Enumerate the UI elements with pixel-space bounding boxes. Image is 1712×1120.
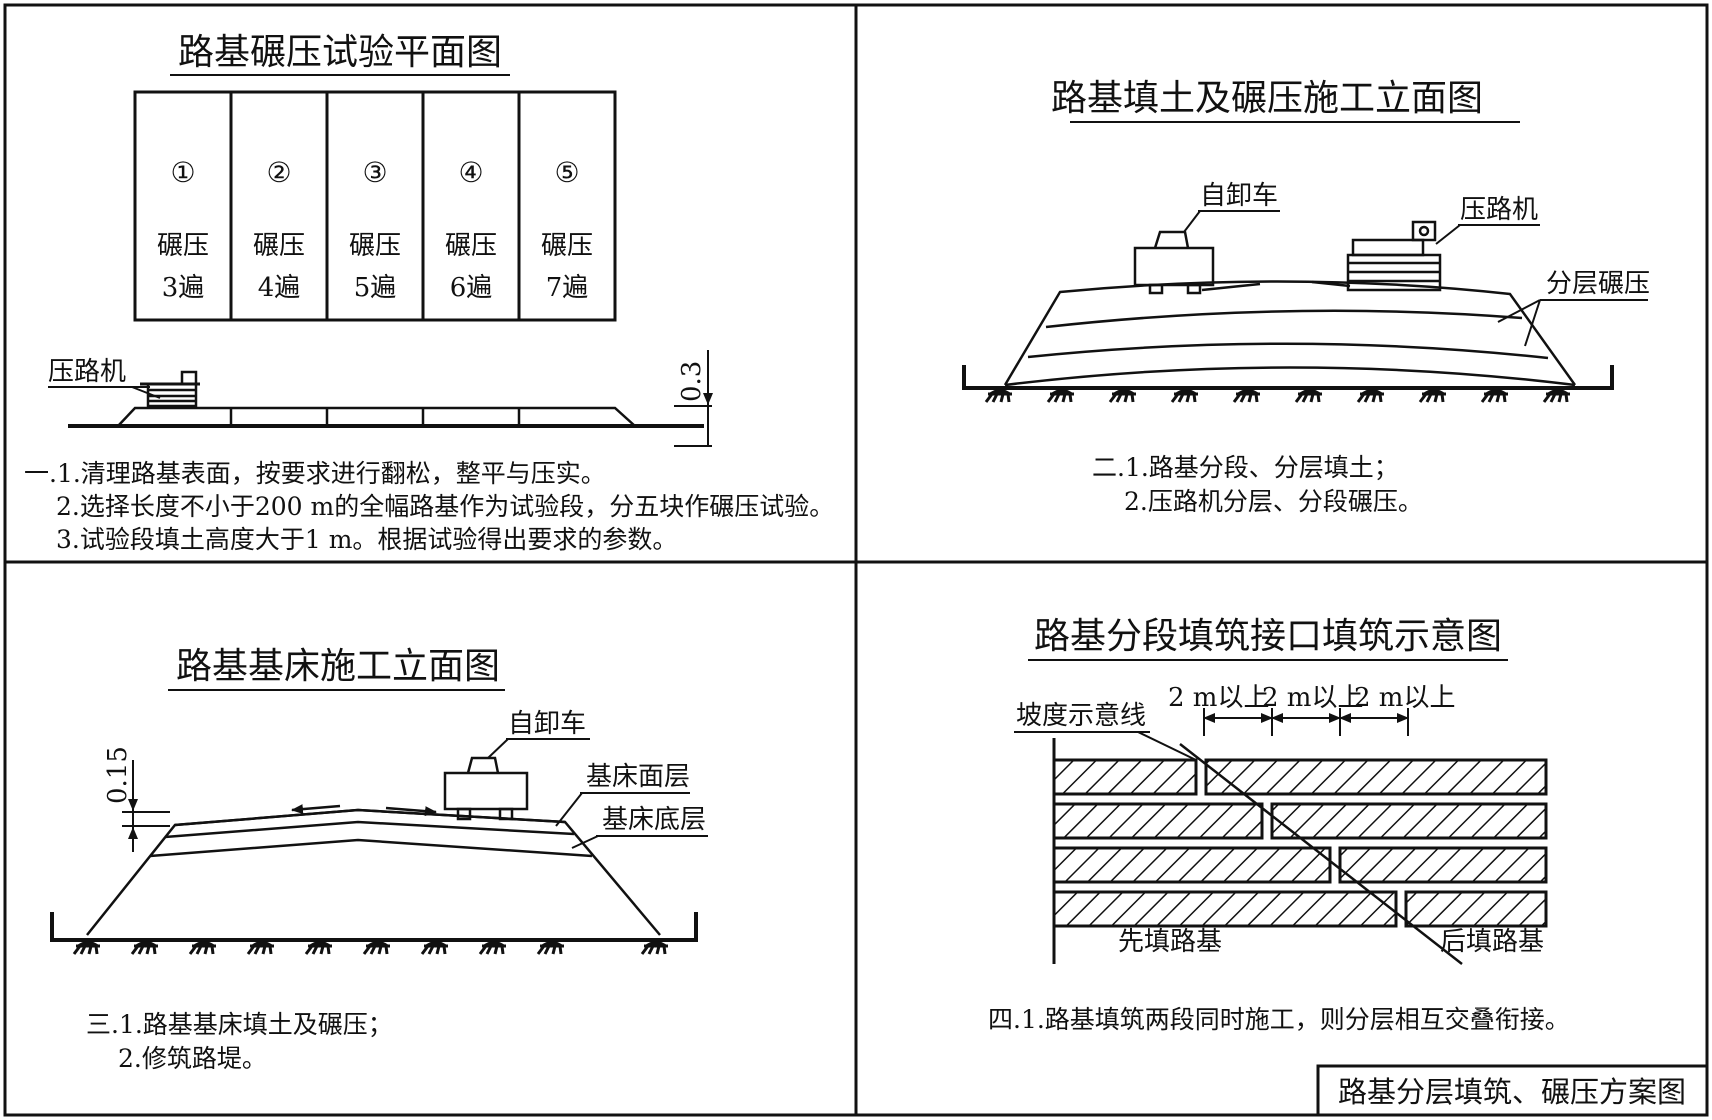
sheet-frame bbox=[3, 3, 1709, 1117]
cell-number: ② bbox=[266, 156, 291, 189]
ground-line bbox=[962, 365, 1614, 390]
truck-label: 自卸车 bbox=[1200, 181, 1278, 211]
bed-bottom-layer-label: 基床底层 bbox=[602, 805, 706, 835]
dump-truck-icon bbox=[443, 756, 529, 821]
truck-label: 自卸车 bbox=[508, 709, 586, 739]
panel-segment-joint-schematic: 路基分段填筑接口填筑示意图 坡度示意线 bbox=[988, 616, 1570, 1034]
panel3-note-1: 三.1.路基基床填土及碾压； bbox=[86, 1010, 393, 1039]
roller-label: 压路机 bbox=[1460, 195, 1538, 225]
bed-top-layer-label: 基床面层 bbox=[586, 762, 690, 792]
test-cell-1: ① 碾压 3遍 bbox=[157, 156, 209, 303]
cell-passes: 4遍 bbox=[258, 273, 301, 303]
height-dimension-value: 0.3 bbox=[677, 361, 707, 402]
panel2-title: 路基填土及碾压施工立面图 bbox=[1051, 78, 1483, 119]
panel2-note-1: 二.1.路基分段、分层填土； bbox=[1092, 453, 1399, 482]
test-cell-4: ④ 碾压 6遍 bbox=[445, 156, 497, 303]
panel1-title: 路基碾压试验平面图 bbox=[178, 32, 502, 73]
panel-fill-compaction-elevation: 路基填土及碾压施工立面图 自卸车 bbox=[962, 78, 1650, 516]
cell-label: 碾压 bbox=[157, 231, 209, 261]
height-dimension bbox=[674, 350, 713, 447]
later-fill-label: 后填路基 bbox=[1440, 927, 1544, 957]
cell-passes: 6遍 bbox=[450, 273, 493, 303]
cell-passes: 7遍 bbox=[546, 273, 589, 303]
bed-thickness-value: 0.15 bbox=[103, 746, 133, 804]
first-fill-label: 先填路基 bbox=[1118, 927, 1222, 957]
ground-line bbox=[50, 912, 698, 942]
title-block: 路基分层填筑、碾压方案图 bbox=[1316, 1064, 1709, 1117]
layer-compaction-label: 分层碾压 bbox=[1546, 269, 1650, 299]
embankment-outline bbox=[86, 808, 661, 936]
bed-thickness-dimension bbox=[122, 760, 170, 852]
panel1-note-3: 3.试验段填土高度大于1 m。根据试验得出要求的参数。 bbox=[56, 525, 677, 554]
panel2-note-2: 2.压路机分层、分段碾压。 bbox=[1124, 487, 1423, 516]
spacing-dimension-1: 2 m以上 bbox=[1168, 683, 1269, 713]
test-section-grid bbox=[133, 90, 617, 322]
cell-label: 碾压 bbox=[349, 231, 401, 261]
panel3-title: 路基基床施工立面图 bbox=[176, 646, 500, 687]
spacing-dimensions bbox=[1203, 708, 1409, 736]
cell-number: ④ bbox=[458, 156, 483, 189]
ground-symbols bbox=[72, 939, 670, 956]
sheet-title: 路基分层填筑、碾压方案图 bbox=[1338, 1075, 1686, 1109]
panel-compaction-test-plan: 路基碾压试验平面图 ① 碾压 3遍 ② 碾压 4遍 ③ 碾压 5遍 ④ 碾压 6… bbox=[24, 32, 834, 554]
test-section-profile bbox=[68, 406, 704, 428]
cell-label: 碾压 bbox=[253, 231, 305, 261]
panel4-title: 路基分段填筑接口填筑示意图 bbox=[1034, 616, 1502, 657]
spacing-dimension-2: 2 m以上 bbox=[1262, 683, 1363, 713]
test-cell-3: ③ 碾压 5遍 bbox=[349, 156, 401, 303]
test-cell-2: ② 碾压 4遍 bbox=[253, 156, 305, 303]
dump-truck-icon bbox=[1133, 230, 1261, 295]
spacing-dimension-3: 2 m以上 bbox=[1354, 683, 1455, 713]
cell-passes: 5遍 bbox=[354, 273, 397, 303]
cell-number: ⑤ bbox=[554, 156, 579, 189]
cell-number: ① bbox=[170, 156, 195, 189]
panel1-note-1: 一.1.清理路基表面，按要求进行翻松，整平与压实。 bbox=[24, 459, 606, 488]
roller-icon bbox=[1311, 220, 1442, 292]
slope-line-label: 坡度示意线 bbox=[1016, 701, 1146, 731]
panel4-note-1: 四.1.路基填筑两段同时施工，则分层相互交叠衔接。 bbox=[988, 1005, 1570, 1034]
cell-passes: 3遍 bbox=[162, 273, 205, 303]
slope-line bbox=[1179, 743, 1463, 965]
cell-label: 碾压 bbox=[445, 231, 497, 261]
panel1-note-2: 2.选择长度不小于200 m的全幅路基作为试验段，分五块作碾压试验。 bbox=[56, 492, 834, 521]
roller-icon bbox=[140, 370, 200, 408]
test-cell-5: ⑤ 碾压 7遍 bbox=[541, 156, 593, 303]
roller-label: 压路机 bbox=[48, 357, 126, 387]
panel3-note-2: 2.修筑路堤。 bbox=[118, 1044, 267, 1073]
fill-layers bbox=[1052, 758, 1548, 928]
panel-subgrade-bed-elevation: 路基基床施工立面图 自卸车 基床面层 bbox=[50, 646, 708, 1073]
ground-symbols bbox=[984, 387, 1572, 404]
embankment-outline bbox=[1003, 280, 1577, 387]
cell-number: ③ bbox=[362, 156, 387, 189]
travel-arrows bbox=[291, 804, 437, 817]
cell-label: 碾压 bbox=[541, 231, 593, 261]
